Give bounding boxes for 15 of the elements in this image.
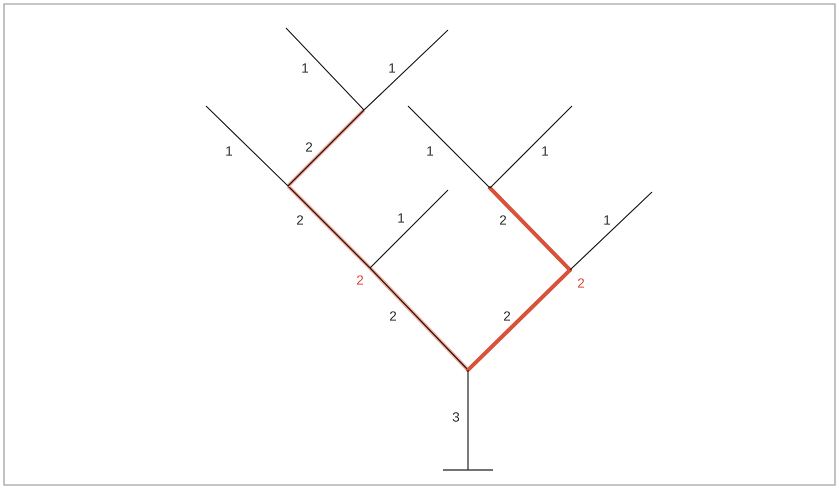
order-number: 2 [356, 275, 364, 285]
order-number: 2 [306, 142, 312, 152]
order-number: 1 [389, 63, 396, 73]
order-number: 1 [398, 213, 404, 223]
order-number: 2 [390, 311, 396, 321]
order-number: 1 [427, 146, 434, 156]
order-number: 2 [504, 311, 510, 321]
order-number: 1 [604, 215, 610, 225]
order-number: 2 [500, 215, 506, 225]
order-number: 1 [302, 63, 308, 73]
order-number: 3 [452, 412, 460, 422]
order-number: 1 [226, 146, 232, 156]
order-number: 2 [578, 278, 584, 288]
order-number: 2 [296, 215, 304, 225]
order-number: 1 [542, 146, 548, 156]
